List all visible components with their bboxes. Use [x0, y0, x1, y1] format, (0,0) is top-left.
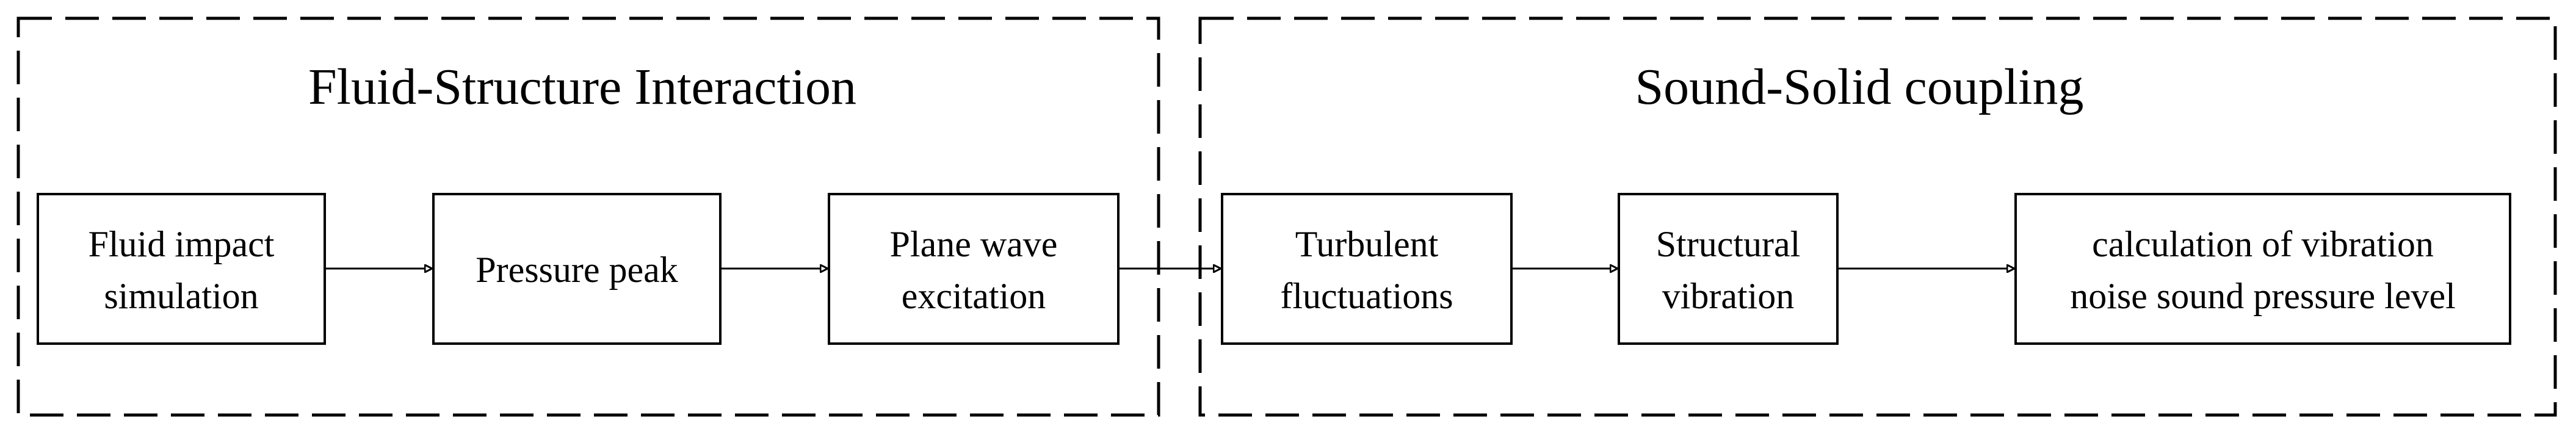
- node-label: vibration: [1662, 276, 1795, 316]
- node-plane-wave-excitation: [828, 193, 1120, 345]
- node-label: Plane wave: [890, 224, 1058, 264]
- group-box-fluid-structure: [16, 16, 1160, 417]
- node-label: calculation of vibration: [2092, 224, 2434, 264]
- node-pressure-peak: [432, 193, 722, 345]
- node-turbulent-fluctuations: [1221, 193, 1513, 345]
- node-label: simulation: [104, 276, 258, 316]
- node-fluid-impact-simulation: [37, 193, 326, 345]
- node-label: fluctuations: [1280, 276, 1453, 316]
- group-box-sound-solid: [1198, 16, 2557, 417]
- node-label: excitation: [902, 276, 1046, 316]
- node-label: Turbulent: [1295, 224, 1439, 264]
- node-label: Structural: [1656, 224, 1801, 264]
- node-label: noise sound pressure level: [2070, 276, 2456, 316]
- node-label: Pressure peak: [476, 250, 678, 290]
- group-title-fluid-structure: Fluid-Structure Interaction: [308, 59, 856, 115]
- group-title-sound-solid: Sound-Solid coupling: [1635, 59, 2083, 115]
- node-structural-vibration: [1618, 193, 1839, 345]
- node-calculation-sound-pressure-level: [2014, 193, 2511, 345]
- node-label: Fluid impact: [89, 224, 275, 264]
